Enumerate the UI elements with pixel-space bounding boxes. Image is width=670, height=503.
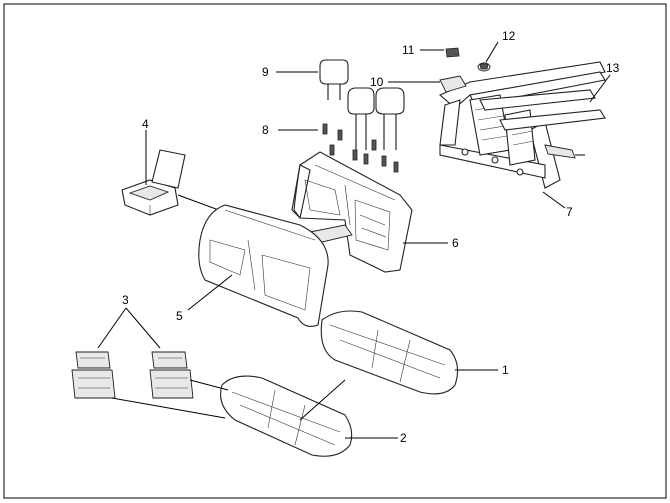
callout-11: 11 (402, 43, 415, 57)
headrest-center (347, 87, 375, 150)
callout-2: 2 (400, 431, 407, 445)
callout-4: 4 (142, 117, 149, 131)
seatback-cushion (291, 151, 413, 273)
seat-pad-right (149, 351, 229, 399)
headrest-guides (322, 123, 399, 173)
callout-8: 8 (262, 123, 269, 137)
seatback-cover (198, 204, 329, 327)
seat-cushion (320, 310, 459, 395)
leader-lines (97, 41, 611, 439)
callout-9: 9 (262, 65, 269, 79)
callout-3: 3 (122, 293, 129, 307)
headrest-left (319, 59, 349, 100)
bracket-part (445, 47, 460, 58)
callout-12: 12 (502, 29, 516, 43)
callout-13: 13 (606, 61, 620, 75)
latch-part (439, 75, 467, 93)
callout-7: 7 (566, 205, 573, 219)
armrest (121, 149, 301, 241)
callout-6: 6 (452, 236, 459, 250)
seatback-frame (438, 61, 606, 189)
callout-5: 5 (176, 309, 183, 323)
callout-10: 10 (370, 75, 384, 89)
diagram-frame (3, 3, 667, 499)
seat-pad-left (71, 351, 226, 419)
seat-frame (220, 375, 353, 457)
clip-part (477, 62, 491, 72)
headrest-right (375, 87, 405, 150)
callout-1: 1 (502, 363, 509, 377)
callout-labels: 1 2 3 4 5 6 7 8 9 10 11 12 13 (122, 29, 620, 445)
